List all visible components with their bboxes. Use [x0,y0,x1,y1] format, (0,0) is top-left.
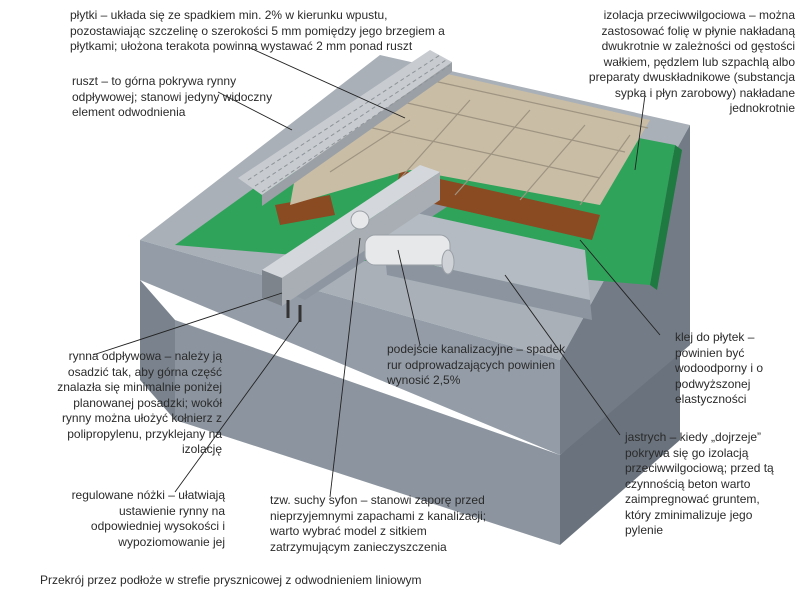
label-feet: regulowane nóżki – ułatwiają ustawienie … [71,488,225,549]
label-grate: ruszt – to górna pokrywa rynny odpływowe… [72,74,273,119]
leader-lines [92,46,661,498]
slab-front [140,240,560,455]
membrane-side-strip [650,145,682,290]
label-sewer: podejście kanalizacyjne – spadek rur odp… [387,342,566,387]
base-block-left [140,280,175,420]
label-channel: rynna odpływowa – należy ją osadzić tak,… [57,349,222,456]
label-adhesive: klej do płytek – powinien być wodoodporn… [675,330,764,406]
adjustable-feet [286,300,302,322]
screed-block [380,205,590,300]
adhesive-layer [395,170,600,240]
siphon-and-pipe [350,210,455,275]
screed-block-front [385,255,592,320]
drain-grate [238,50,452,206]
label-siphon: tzw. suchy syfon – stanowi zaporę przed … [270,493,487,554]
label-waterproofing: izolacja przeciwwilgociowa – można zasto… [588,8,795,115]
label-tiles: płytki – układa się ze spadkiem min. 2% … [70,8,445,53]
adhesive-strip-left [275,195,335,225]
base-block-side [560,345,680,545]
base-block-front [175,320,560,545]
diagram-caption: Przekrój przez podłoże w strefie pryszni… [40,573,422,587]
label-screed: jastrych – kiedy „dojrzeje” pokrywa się … [625,430,774,537]
